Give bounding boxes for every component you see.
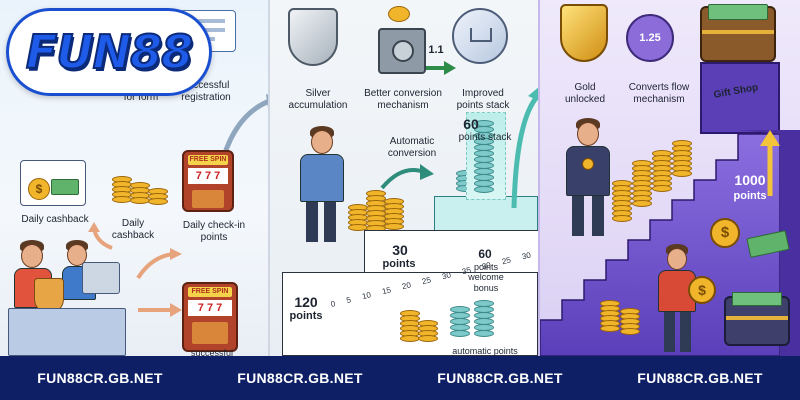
footer-domain-link[interactable]: FUN88CR.GB.NET [37, 370, 163, 386]
safe-icon [378, 28, 426, 74]
treasure-chest-bottom-icon [724, 292, 790, 346]
better-conversion-label: Better conversion mechanism [364, 88, 442, 111]
dollar-coin-icon-b: $ [710, 218, 740, 248]
points-120-number: 120 [294, 294, 318, 310]
arrow-up-yellow-icon [760, 130, 780, 196]
improved-points-label: Improved points stack [456, 88, 510, 111]
gold-shield-icon [560, 4, 608, 62]
silver-accumulation-label: Silver accumulation [288, 88, 348, 111]
daily-checkin-label: Daily check-in points [182, 220, 246, 243]
person-with-coins-illustration [286, 126, 356, 246]
arrow-right-icon-b [138, 303, 182, 317]
automatic-conversion-label: Automatic conversion [387, 136, 437, 159]
arrow-up-left-icon [88, 222, 113, 250]
ratio-medallion: 1.25 [626, 14, 674, 62]
arrow-right-green-icon [426, 61, 456, 75]
ratio-label-1: 1.1 [428, 44, 444, 56]
dollar-coin-icon-c: $ [688, 276, 716, 304]
bonus-60-number: 60 [478, 247, 492, 261]
gold-unlocked-label: Gold unlocked [564, 82, 606, 105]
coin-icon [388, 6, 410, 22]
slot-machine-top: FREE SPIN 7 7 7 [182, 150, 234, 212]
slot-machine-bottom: FREE SPIN 7 7 7 [182, 282, 238, 352]
dollar-coin-icon: $ [28, 178, 50, 200]
points-30-label: points [382, 258, 416, 270]
daily-cashback-label-a: Daily cashback [21, 214, 89, 225]
successful-registration-label: successful registration [181, 80, 231, 103]
ratio-label-2: 1.25 [639, 32, 661, 44]
crown-badge-icon [452, 8, 508, 64]
footer-domain-link[interactable]: FUN88CR.GB.NET [637, 370, 763, 386]
converts-flow-label: Converts flow mechanism [628, 82, 690, 105]
gift-shop-tower [700, 62, 780, 134]
footer-bar: FUN88CR.GB.NET FUN88CR.GB.NET FUN88CR.GB… [0, 356, 800, 400]
successful-bottom-label: successful [190, 348, 234, 356]
automatic-points-label: automatic points [452, 346, 518, 356]
panel-silver-accumulation: Silver accumulation 1.1 Better conversio… [268, 0, 542, 356]
points-30-number: 30 [392, 242, 408, 258]
logo-text: FUN88 [25, 24, 194, 80]
points-1000-number: 1000 [734, 172, 766, 188]
welcome-bonus-label: points welcome bonus [468, 262, 504, 293]
points-120-label: points [289, 310, 323, 322]
fun88-logo[interactable]: FUN88 [6, 8, 212, 96]
footer-domain-link[interactable]: FUN88CR.GB.NET [437, 370, 563, 386]
middle-step [364, 230, 540, 280]
points-60-number: 60 [463, 116, 479, 132]
daily-cashback-label-b: Daily cashback [111, 218, 155, 241]
infographic-stage: for form successful registration $ Daily… [0, 0, 800, 356]
for-form-label: for form [123, 92, 159, 103]
arrow-right-icon [136, 248, 182, 280]
ruler-tick: 5 [345, 295, 352, 306]
treasure-chest-icon [700, 4, 776, 62]
slot-reels-b: 7 7 7 [188, 300, 232, 316]
free-spin-label-b: FREE SPIN [188, 287, 232, 297]
people-at-desk-illustration [8, 238, 128, 356]
points-1000-label: points [733, 190, 767, 202]
points-stack-label: points stack [458, 132, 512, 143]
panel-gold-gift-shop: Gold unlocked 1.25 Converts flow mechani… [538, 0, 800, 356]
slot-reels-a: 7 7 7 [188, 168, 228, 184]
arrow-curved-teal-icon [380, 164, 434, 190]
free-spin-label-a: FREE SPIN [188, 155, 228, 165]
silver-shield-icon [288, 8, 338, 66]
person-gold-medal-illustration [562, 118, 622, 238]
ruler-tick: 0 [329, 299, 337, 309]
footer-domain-link[interactable]: FUN88CR.GB.NET [237, 370, 363, 386]
